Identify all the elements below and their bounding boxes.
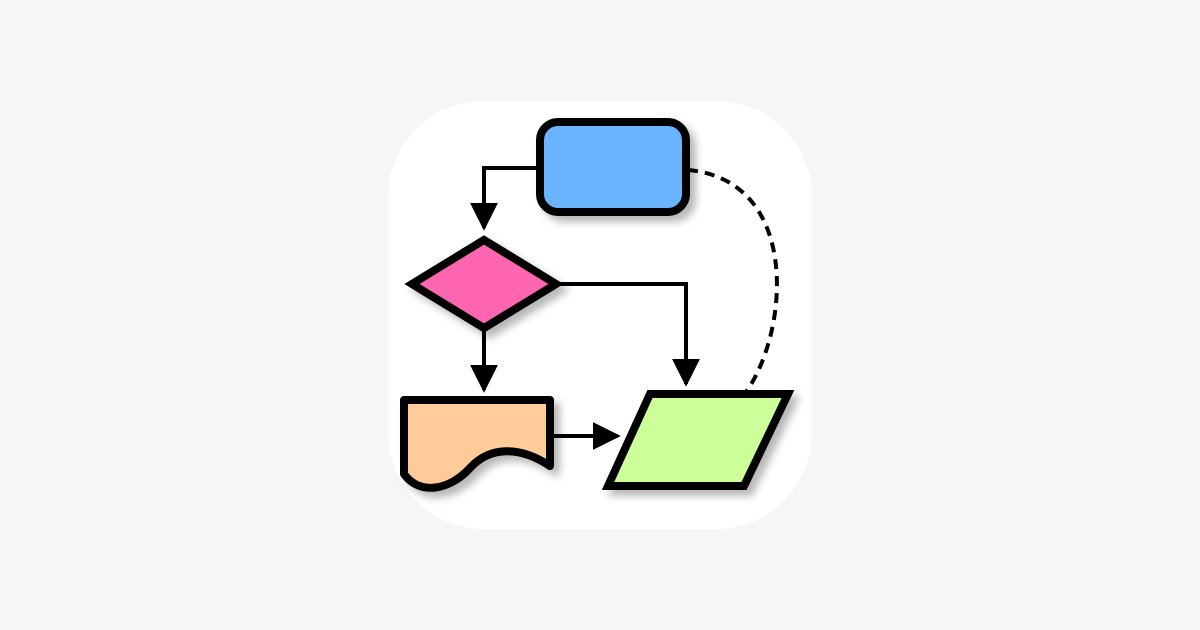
decision-diamond-shape <box>404 235 564 333</box>
process-box-shape <box>536 118 690 216</box>
document-shape <box>400 396 554 492</box>
connector-process-to-decision <box>470 166 540 231</box>
connector-decision-to-data <box>558 282 700 387</box>
data-parallelogram-shape <box>601 390 795 490</box>
dashed-connector-process-to-data <box>687 168 779 394</box>
